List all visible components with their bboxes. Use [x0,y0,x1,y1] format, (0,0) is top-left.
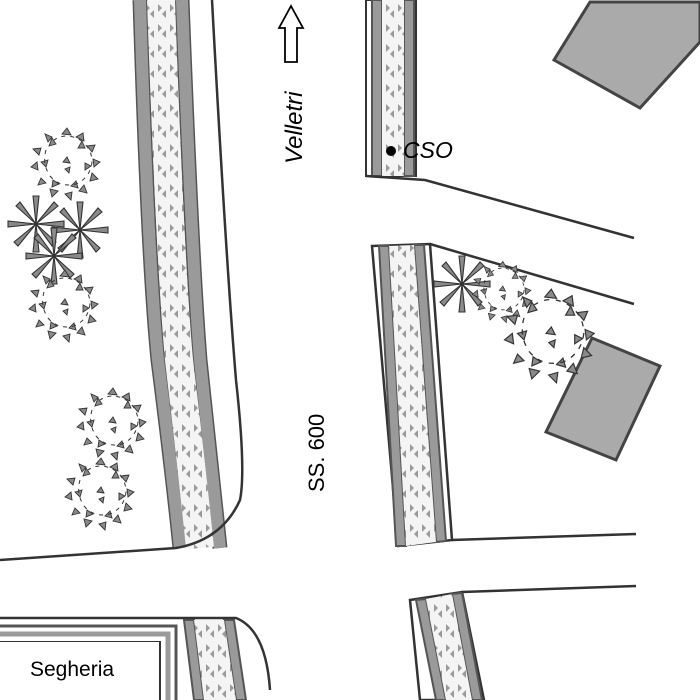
poi-label: CSO [403,137,453,163]
cross-road-edge-bottom [429,242,635,306]
palm-tree-icon [433,255,491,313]
right-road-edge-mid [451,532,637,542]
segheria-label: Segheria [30,658,114,681]
building-mid-right [543,336,663,462]
shrub-icon [30,127,101,201]
left-road-edge [0,0,244,562]
direction-label: Velletri [281,91,308,164]
segheria-building [0,624,178,700]
cross-road-edge-top [365,174,635,240]
road-name-label: SS. 600 [304,414,329,492]
building-top-right [551,0,700,110]
middle-right-curb-band [370,242,454,548]
lower-left-curb-band [182,619,268,700]
arrow-up-icon [277,4,305,63]
shrub-icon [76,387,147,461]
shrub-icon [28,269,99,343]
dot-marker-icon [386,146,396,156]
right-road-edge-low [461,584,637,594]
shrub-icon [64,457,135,531]
lower-right-curb-band [408,590,486,700]
left-curb-band [132,0,228,550]
upper-right-curb-band [365,0,417,177]
lower-left-road-edge [0,616,272,691]
